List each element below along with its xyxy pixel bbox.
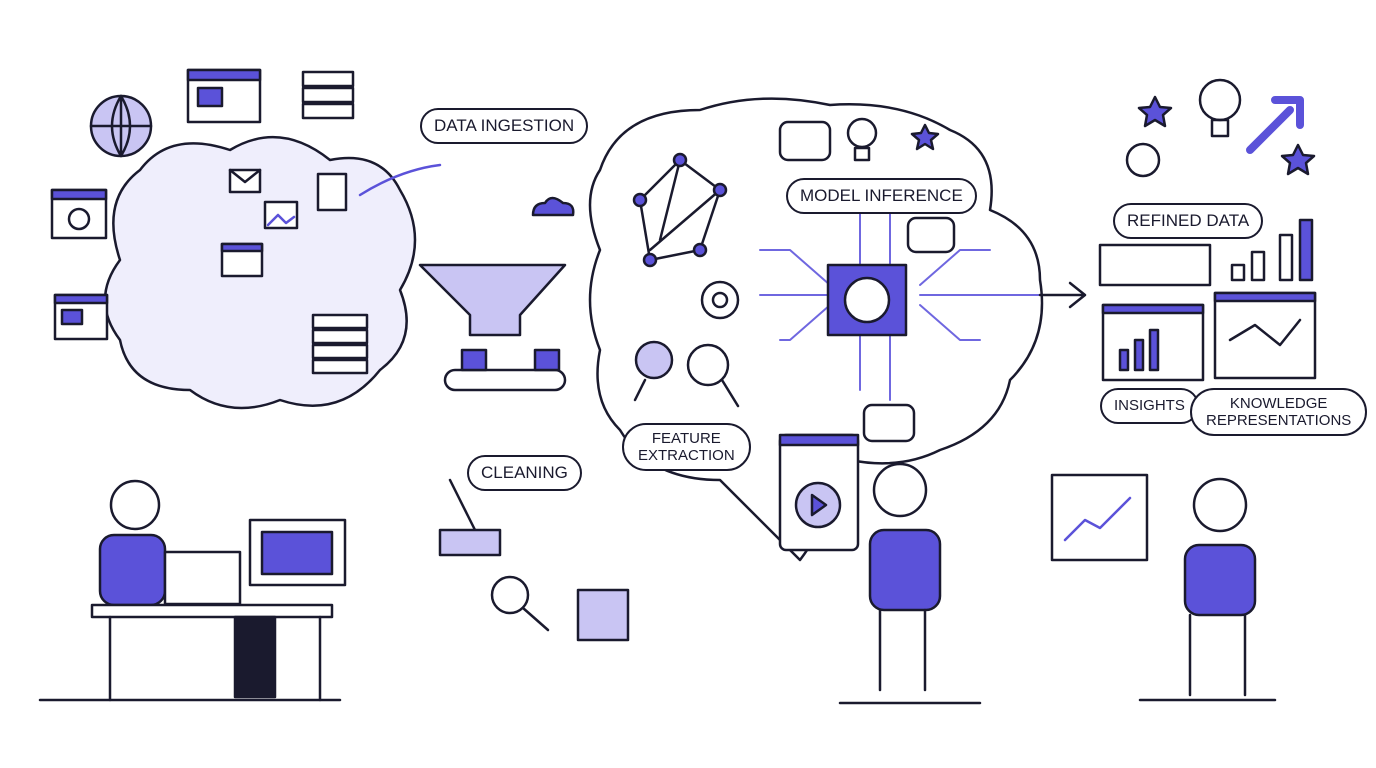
gear-icon <box>700 280 740 320</box>
label-insights: INSIGHTS <box>1100 388 1199 424</box>
bar-chart-icon <box>1050 473 1149 562</box>
monitor-icon <box>248 518 347 587</box>
bar-chart-icon <box>1098 243 1212 382</box>
label-feature-extraction: FEATURE EXTRACTION <box>622 423 751 471</box>
image-icon <box>263 200 299 230</box>
conveyor-belt-icon <box>443 348 567 392</box>
speech-bubble-icon <box>906 216 956 254</box>
lightbulb-icon <box>846 117 878 162</box>
person-icon <box>98 479 167 607</box>
globe-icon <box>89 94 153 158</box>
play-button-icon <box>778 433 860 552</box>
magnifier-icon <box>686 343 740 408</box>
lightbulb-icon <box>1198 78 1242 138</box>
label-line: KNOWLEDGE <box>1229 395 1328 412</box>
cloud-icon <box>531 196 575 217</box>
network-graph-icon <box>632 152 728 268</box>
browser-window-icon <box>53 293 109 341</box>
laptop-icon <box>163 550 242 606</box>
output-arrow <box>1038 281 1087 309</box>
speech-bubble-icon <box>778 120 832 162</box>
arrow-up-icon <box>1246 96 1304 154</box>
lightbulb-icon <box>1125 142 1161 178</box>
ground-line <box>38 698 1277 705</box>
browser-window-icon <box>186 68 262 124</box>
trash-bin-icon <box>576 588 630 642</box>
brain-outline <box>588 97 1044 562</box>
envelope-icon <box>228 168 262 194</box>
magnifier-icon <box>633 340 674 402</box>
star-icon <box>1280 143 1316 176</box>
funnel-icon <box>418 263 567 337</box>
knowledge-graph-icon <box>1213 291 1317 380</box>
magnifier-icon <box>490 575 550 632</box>
server-icon <box>301 70 355 120</box>
label-line: REPRESENTATIONS <box>1206 412 1352 429</box>
person-icon <box>868 462 942 692</box>
bar-chart-icon <box>1230 218 1314 282</box>
label-knowledge-representations: KNOWLEDGE REPRESENTATIONS <box>1190 388 1368 436</box>
speech-bubble-icon <box>862 403 916 443</box>
label-line: EXTRACTION <box>638 447 735 464</box>
star-icon <box>1137 95 1173 128</box>
code-icon <box>220 242 264 278</box>
label-refined-data: REFINED DATA <box>1113 203 1264 239</box>
label-cleaning: CLEANING <box>467 455 582 491</box>
document-icon <box>316 172 348 212</box>
label-data-ingestion: DATA INGESTION <box>420 108 589 144</box>
person-icon <box>1183 477 1257 697</box>
brain-chip-icon <box>826 263 908 337</box>
star-icon <box>910 123 940 151</box>
browser-window-icon <box>50 188 108 240</box>
label-model-inference: MODEL INFERENCE <box>786 178 977 214</box>
server-icon <box>311 313 369 375</box>
label-line: FEATURE <box>651 430 721 447</box>
broom-icon <box>438 478 502 557</box>
flow-arrow <box>358 163 442 197</box>
circuit-lines <box>759 199 1061 401</box>
desk <box>90 603 334 702</box>
